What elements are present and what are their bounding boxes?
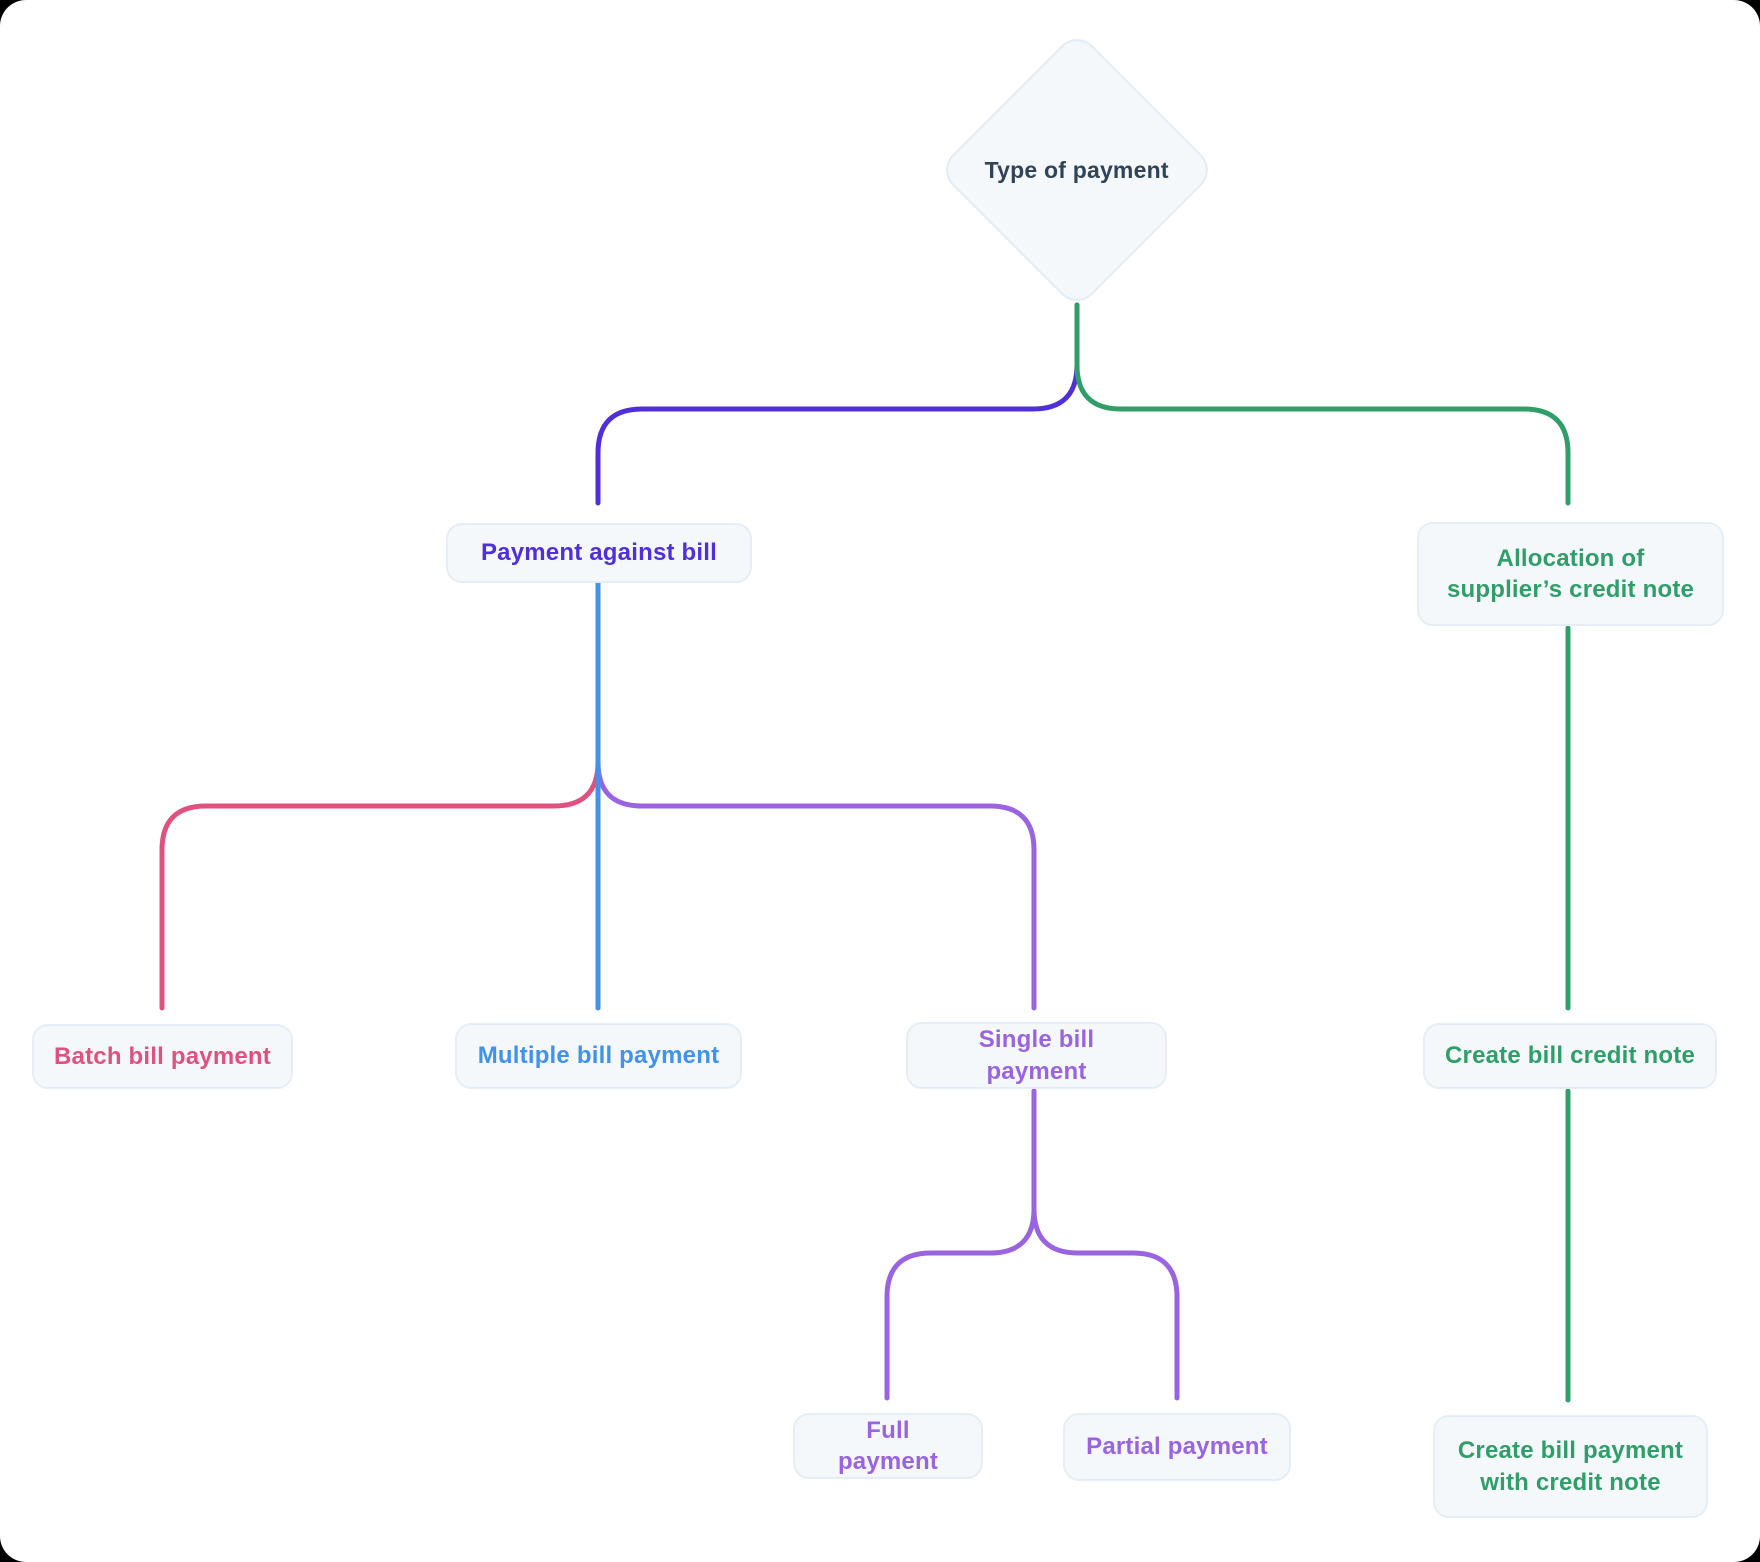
node-single-bill-payment-label: Single bill payment (978, 1026, 1095, 1085)
edge-single-to-partial-payment (1031, 1088, 1180, 1401)
node-batch-bill-payment-label: Batch bill payment (54, 1042, 271, 1070)
edge-type-of-payment-to-payment-against-bill (595, 302, 1080, 506)
node-create-bill-credit-note-label: Create bill credit note (1445, 1042, 1695, 1070)
node-multiple-bill-payment: Multiple bill payment (455, 1023, 742, 1089)
node-payment-against-bill-label: Payment against bill (480, 539, 718, 567)
node-batch-bill-payment: Batch bill payment (32, 1024, 293, 1089)
node-payment-against-bill: Payment against bill (446, 523, 752, 583)
node-full-payment: Full payment (793, 1413, 983, 1479)
edge-payment-against-bill-to-single (595, 580, 1037, 1011)
node-create-bill-payment-with-credit-note-label: Create bill payment with credit note (1457, 1437, 1684, 1496)
node-create-bill-payment-with-credit-note: Create bill payment with credit note (1433, 1415, 1708, 1518)
node-allocation-label: Allocation of supplier’s credit note (1446, 544, 1695, 603)
node-multiple-bill-payment-label: Multiple bill payment (477, 1042, 720, 1070)
node-allocation-of-suppliers-credit-note: Allocation of supplier’s credit note (1417, 522, 1724, 626)
edge-payment-against-bill-to-batch (159, 580, 601, 1011)
edge-type-of-payment-to-allocation (1074, 302, 1571, 506)
node-create-bill-credit-note: Create bill credit note (1423, 1023, 1717, 1089)
node-single-bill-payment: Single bill payment (906, 1022, 1167, 1089)
edge-single-to-full-payment (884, 1088, 1037, 1401)
node-partial-payment-label: Partial payment (1086, 1433, 1268, 1461)
node-partial-payment: Partial payment (1063, 1413, 1291, 1481)
node-type-of-payment-label: Type of payment (984, 156, 1170, 183)
node-full-payment-label: Full payment (837, 1416, 939, 1475)
